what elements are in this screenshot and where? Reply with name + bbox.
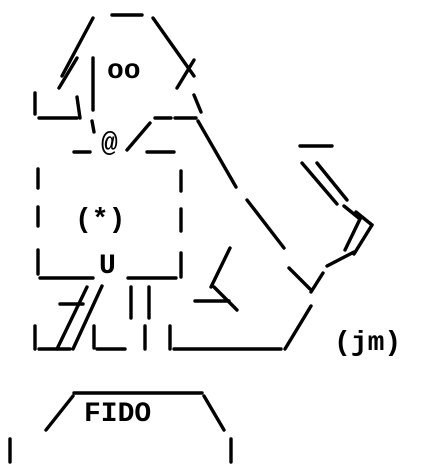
food-bowl: FIDO bbox=[8, 391, 233, 464]
snout-right-line bbox=[125, 121, 152, 152]
left-ear-inner-line bbox=[57, 56, 79, 90]
dog-mouth: U bbox=[99, 251, 116, 282]
artist-signature: (jm) bbox=[334, 328, 401, 359]
front-leg-left-slash bbox=[55, 285, 89, 351]
bowl-label: FIDO bbox=[84, 399, 151, 430]
dog-hind-leg bbox=[193, 119, 356, 312]
hind-leg-back-upper bbox=[287, 266, 312, 291]
dog-eyes: oo bbox=[107, 56, 141, 87]
right-ear-outer bbox=[151, 16, 196, 78]
dog-badge: (*) bbox=[75, 205, 125, 236]
bowl-right-side bbox=[202, 394, 226, 432]
dog-snout: @ bbox=[72, 119, 176, 160]
tail-curve-2 bbox=[315, 161, 349, 202]
tail-swirl-3 bbox=[354, 210, 374, 227]
hind-leg-outer-bottom bbox=[245, 198, 286, 250]
dog-tail bbox=[342, 204, 374, 256]
tail-swirl-1 bbox=[342, 204, 362, 221]
dog-head: oo bbox=[33, 13, 203, 120]
tail-curve-1 bbox=[300, 161, 339, 206]
hind-leg-back-joint bbox=[309, 271, 325, 294]
hind-foot-slope bbox=[212, 285, 239, 312]
hind-leg-inner-front bbox=[209, 246, 232, 289]
bowl-left-side bbox=[44, 394, 75, 432]
dog-nose: @ bbox=[101, 129, 118, 160]
snout-mark bbox=[90, 119, 96, 134]
front-foot-end-slash bbox=[283, 304, 313, 351]
hind-leg-back-lower bbox=[325, 250, 356, 268]
tail-swirl-4 bbox=[352, 223, 374, 256]
right-ear-bottom-right bbox=[192, 93, 203, 114]
hind-leg-outer-top bbox=[196, 119, 238, 189]
dog-body: (*) U bbox=[36, 167, 183, 282]
left-ear-outer bbox=[60, 16, 95, 78]
left-ear-bottom-right bbox=[75, 95, 82, 120]
dog-front-legs bbox=[33, 284, 313, 351]
front-leg-middle-slash bbox=[71, 284, 104, 351]
right-ear-inner-line bbox=[175, 58, 196, 90]
tail-swirl-2 bbox=[343, 217, 362, 252]
